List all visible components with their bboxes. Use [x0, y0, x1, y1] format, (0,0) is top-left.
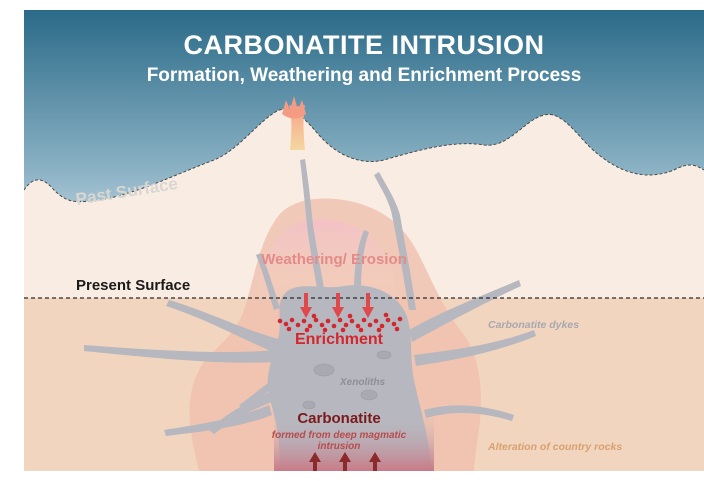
alteration-label: Alteration of country rocks: [488, 441, 623, 453]
carbonatite-note-label: formed from deep magmatic intrusion: [271, 430, 407, 452]
diagram-subtitle: Formation, Weathering and Enrichment Pro…: [146, 65, 582, 86]
diagram-panel: CARBONATITE INTRUSION Formation, Weather…: [24, 10, 704, 471]
xenoliths: [302, 350, 392, 410]
volcano-vent: [282, 96, 306, 119]
xenoliths-label: Xenoliths: [340, 377, 386, 388]
magma-arrows: [309, 452, 381, 471]
enrichment-dots: [277, 312, 403, 333]
magma-glow: [274, 415, 434, 471]
diagram-title: CARBONATITE INTRUSION: [183, 30, 545, 60]
carbonatite-dykes: [84, 159, 536, 436]
carbonatite-label: Carbonatite: [297, 410, 381, 427]
diagram-canvas: [24, 10, 704, 471]
past-surface-line: [24, 108, 704, 203]
weathering-erosion-label: Weathering/ Erosion: [261, 251, 407, 268]
enrichment-label: Enrichment: [294, 331, 383, 348]
present-surface-label: Present Surface: [76, 277, 191, 294]
weathering-arrows: [300, 293, 374, 318]
carbonatite-dykes-label: Carbonatite dykes: [488, 319, 580, 331]
